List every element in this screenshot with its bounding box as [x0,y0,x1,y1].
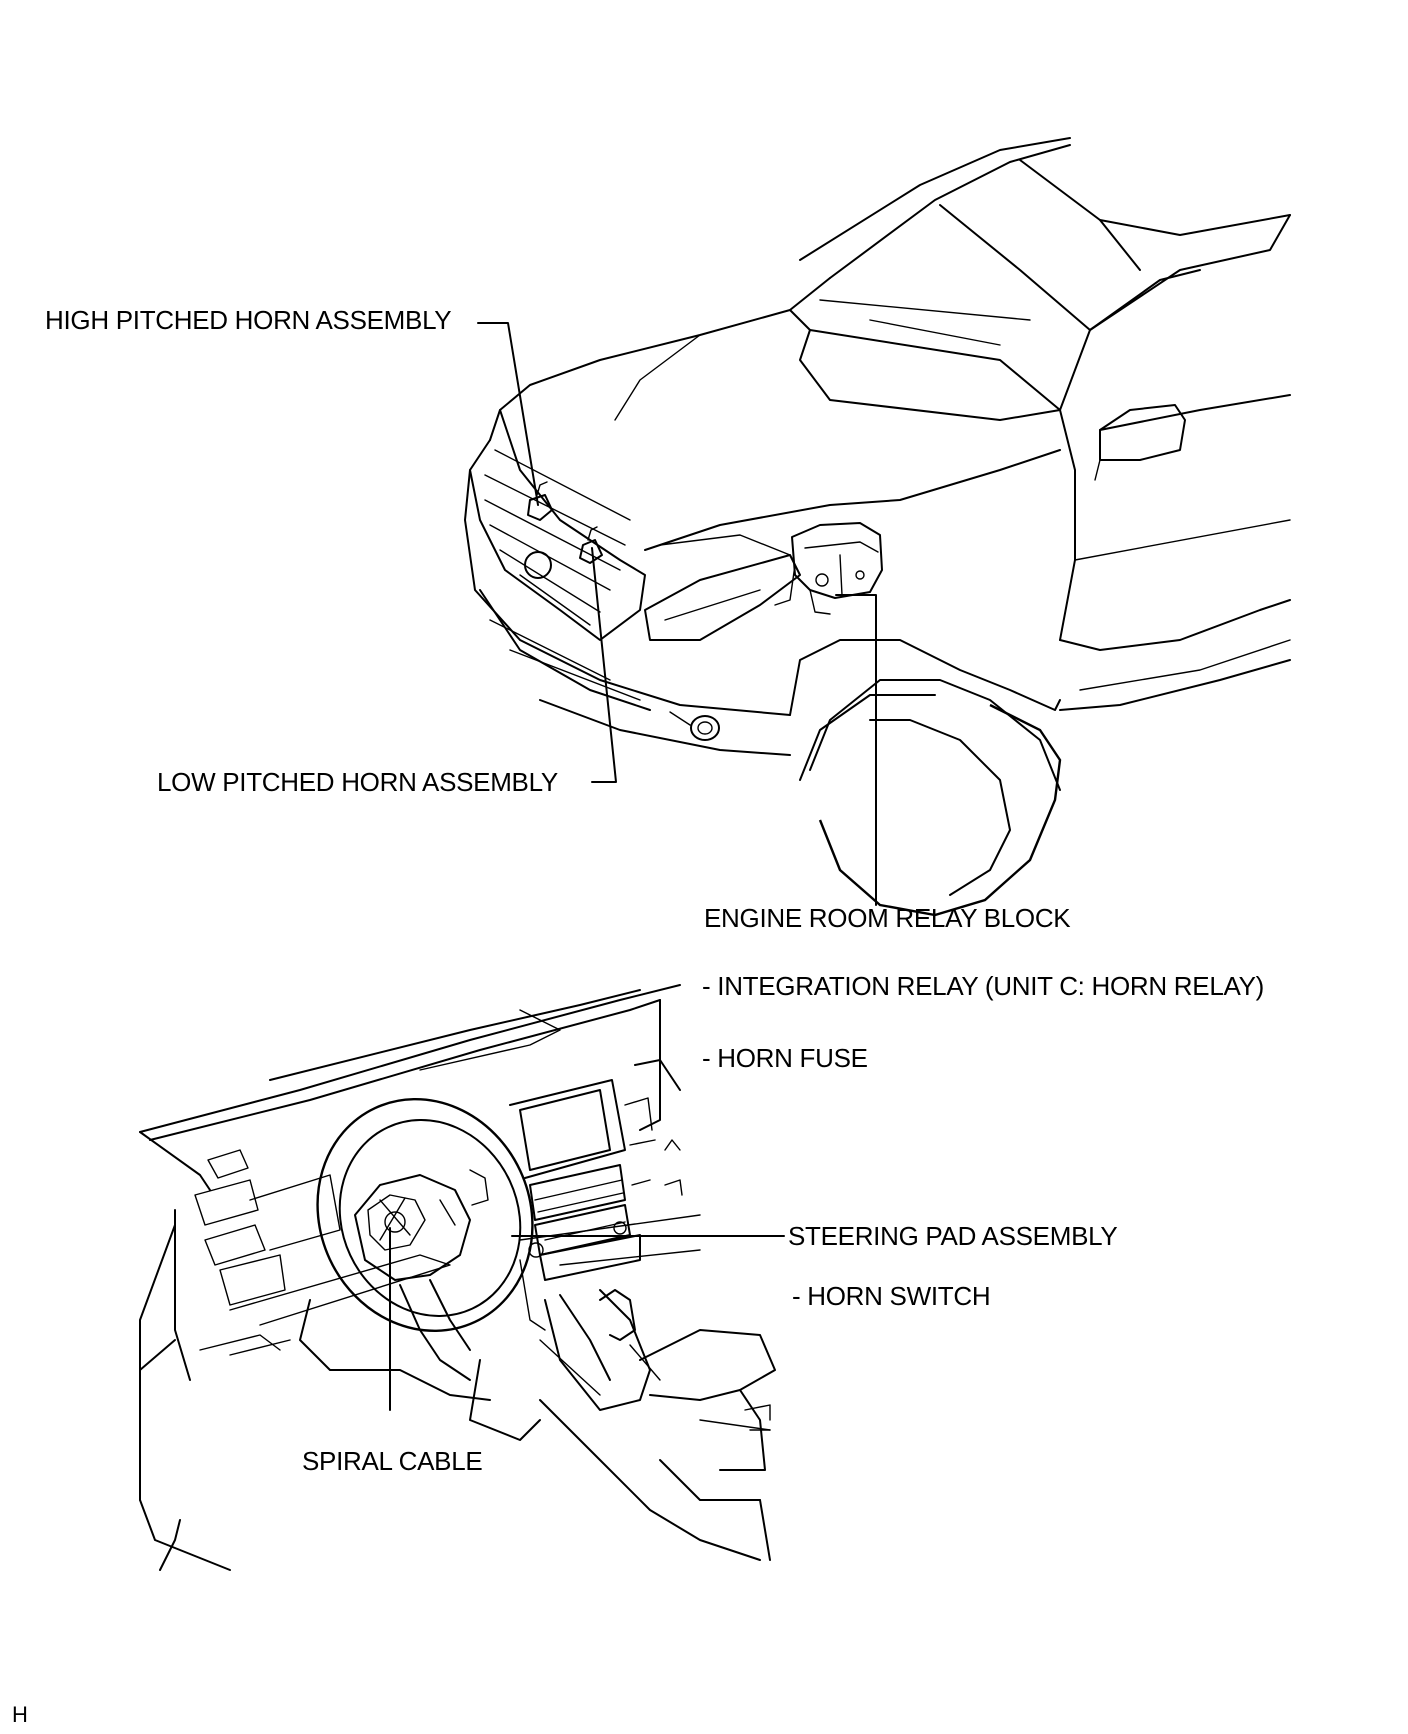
label-steering-pad-assembly: STEERING PAD ASSEMBLY [788,1221,1118,1251]
label-engine-room-relay-block: ENGINE ROOM RELAY BLOCK [704,903,1071,933]
vehicle-interior-view [139,984,776,1571]
label-high-pitched-horn: HIGH PITCHED HORN ASSEMBLY [45,305,452,335]
label-horn-switch: - HORN SWITCH [792,1281,991,1311]
leader-lines [389,322,877,1411]
relay-block-leader [835,594,877,906]
label-spiral-cable: SPIRAL CABLE [302,1446,483,1476]
label-integration-relay: - INTEGRATION RELAY (UNIT C: HORN RELAY) [702,971,1264,1001]
corner-mark: H [12,1702,28,1727]
vehicle-front-view [464,137,1291,917]
label-low-pitched-horn: LOW PITCHED HORN ASSEMBLY [157,767,558,797]
label-horn-fuse: - HORN FUSE [702,1043,868,1073]
high-horn-leader [477,322,539,506]
low-horn-leader [591,547,617,783]
